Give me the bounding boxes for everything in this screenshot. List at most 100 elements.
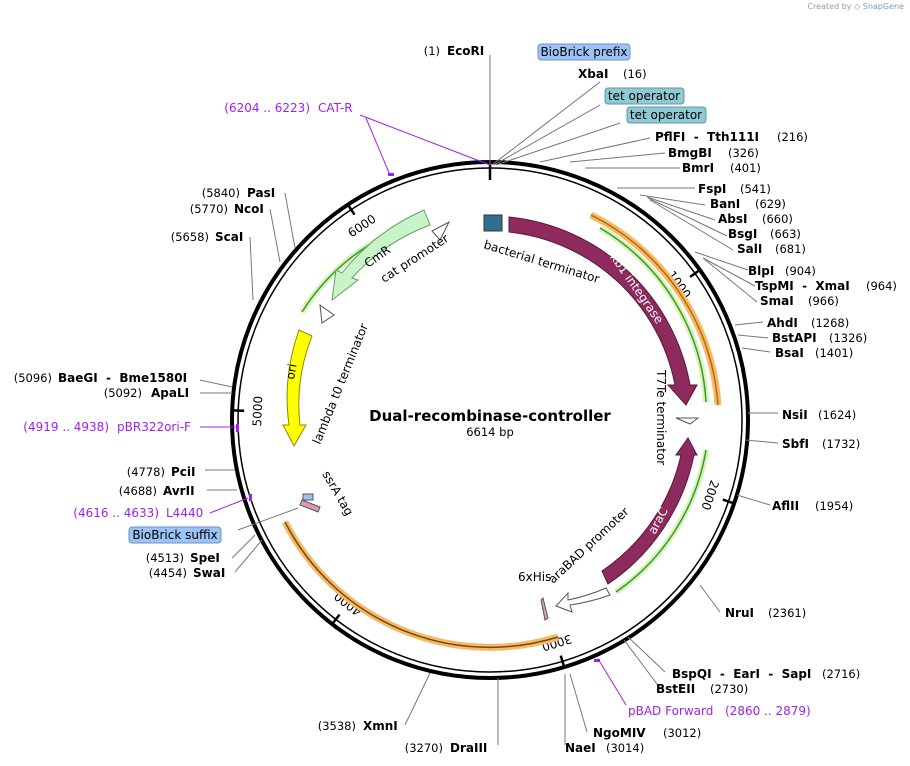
snapgene-credit: Created by ◇ SnapGene [807,2,904,11]
primer-pbad-forward-mark [594,659,600,662]
site-draiii-pos: (3270) [405,741,443,755]
primer-l4440-name: L4440 [166,506,203,520]
feature-cmr-arrow [331,209,431,302]
site-bsteii-pos: (2730) [710,682,748,696]
boxed-label-biobrick-prefix: BioBrick prefix [537,43,631,61]
site-sali-pos: (681) [775,242,806,256]
feature-ssra-tag [299,499,321,513]
site-scai-pos: (5658) [171,230,209,244]
site-bsai-pos: (1401) [815,346,853,360]
site-swai-name: SwaI [193,566,225,580]
site-nrui-pos: (2361) [768,606,806,620]
primer-cat-r-name: CAT-R [318,101,353,115]
boxed-label-tet-operator-2-text: tet operator [630,108,702,122]
site-xmni-name: XmnI [363,719,398,733]
boxed-label-tet-operator-1: tet operator [604,87,685,105]
primer-l4440-mark [249,494,252,501]
feature-t7te-terminator-arrow [675,417,700,425]
site-spei-name: SpeI [190,551,220,565]
boxed-label-biobrick-suffix-text: BioBrick suffix [132,528,217,542]
site-apali-name: ApaLI [151,386,189,400]
site-bani-pos: (629) [755,197,786,211]
site-pasi-pos: (5840) [202,186,240,200]
feature-t7te-terminator-label: T7Te terminator [654,369,668,465]
tick-mark-1000 [689,268,701,278]
site-blpi-name: BlpI [748,264,774,278]
site-swai-pos: (4454) [149,566,187,580]
feature-bxb1-integrase-arrow [508,216,698,406]
site-avrii-pos: (4688) [119,484,157,498]
site-bmgbi-name: BmgBI [668,146,712,160]
site-blpi-pos: (904) [785,264,816,278]
site-bstapi-name: BstAPI [772,331,817,345]
site-bsteii-name: BstEII [656,682,695,696]
snapgene-logo-icon: ◇ [854,2,861,11]
credit-brand: SnapGene [862,2,904,11]
site-bspqi-name: BspQI - EarI - SapI [672,667,811,681]
feature-ssra-tag-block [302,493,314,501]
primer-pbr322ori-f-mark [236,424,239,432]
site-ngomiv-pos: (3012) [663,726,701,740]
primer-cat-r-leader [365,117,391,176]
tick-mark-6000 [346,203,356,216]
site-bmgbi-pos: (326) [728,146,759,160]
site-ahdi-name: AhdI [767,316,798,330]
site-nrui-name: NruI [725,606,754,620]
site-bstapi-pos: (1326) [829,331,867,345]
site-xbai-name: XbaI [578,67,608,81]
primer-pbad-forward-leader [599,661,627,706]
site-pflfi-pos: (216) [777,130,808,144]
site-spei-pos: (4513) [146,551,184,565]
primer-cat-r-mark [388,173,394,176]
site-leaders [199,55,779,745]
site-pcii-pos: (4778) [127,465,165,479]
boxed-label-tet-operator-2: tet operator [626,106,707,124]
site-aflii-pos: (1954) [815,499,853,513]
site-naei-pos: (3014) [606,741,644,755]
site-baegi-pos: (5096) [14,371,52,385]
site-bani-name: BanI [710,197,740,211]
site-bmri-pos: (401) [730,161,761,175]
site-ncoi-name: NcoI [234,202,264,216]
feature-6xhis-label: 6xHis [518,570,551,584]
feature-lambda-terminator-arrow [319,303,335,324]
site-ncoi-pos: (5770) [190,202,228,216]
site-bmri-name: BmrI [682,161,714,175]
tick-label-6000: 6000 [345,212,378,241]
site-ngomiv-name: NgoMIV [593,726,646,740]
feature-arac-arrow [601,437,698,585]
boxed-label-biobrick-suffix: BioBrick suffix [128,526,222,544]
feature-arabad-promoter-arrow [555,587,611,613]
primer-l4440-range: (4616 .. 4633) [73,506,159,520]
site-naei-name: NaeI [565,741,596,755]
plasmid-name: Dual-recombinase-controller [369,407,611,425]
site-scai-name: ScaI [215,230,243,244]
tick-mark-3000 [559,655,566,668]
site-fspi-pos: (541) [740,182,771,196]
tick-label-5000: 5000 [250,396,265,427]
site-baegi-name: BaeGI - Bme1580I [58,371,187,385]
site-tspmi-pos: (964) [866,279,897,293]
site-pflfi-name: PflFI - Tth111I [655,130,759,144]
site-pasi-name: PasI [247,186,275,200]
site-nsii-pos: (1624) [818,408,856,422]
site-sbfi-pos: (1732) [822,437,860,451]
site-smai-name: SmaI [760,294,794,308]
site-aflii-name: AflII [772,499,799,513]
boxed-label-tet-operator-1-text: tet operator [608,89,680,103]
orange-arcs [281,211,722,651]
site-bspqi-pos: (2716) [822,667,860,681]
feature-ssra-tag-label: ssrA tag [319,469,356,519]
site-apali-pos: (5092) [104,386,142,400]
site-bsgi-name: BsgI [728,227,757,241]
credit-prefix: Created by [807,2,852,11]
primer-cat-r-range: (6204 .. 6223) [224,101,310,115]
site-ecori-pos: (1) [424,44,440,58]
feature-bacterial-terminator-block [483,214,503,232]
tick-label-2000: 2000 [698,478,721,511]
plasmid-length: 6614 bp [466,425,514,439]
tick-mark-4000 [331,613,341,625]
site-nsii-name: NsiI [782,408,808,422]
site-absi-pos: (660) [762,212,793,226]
